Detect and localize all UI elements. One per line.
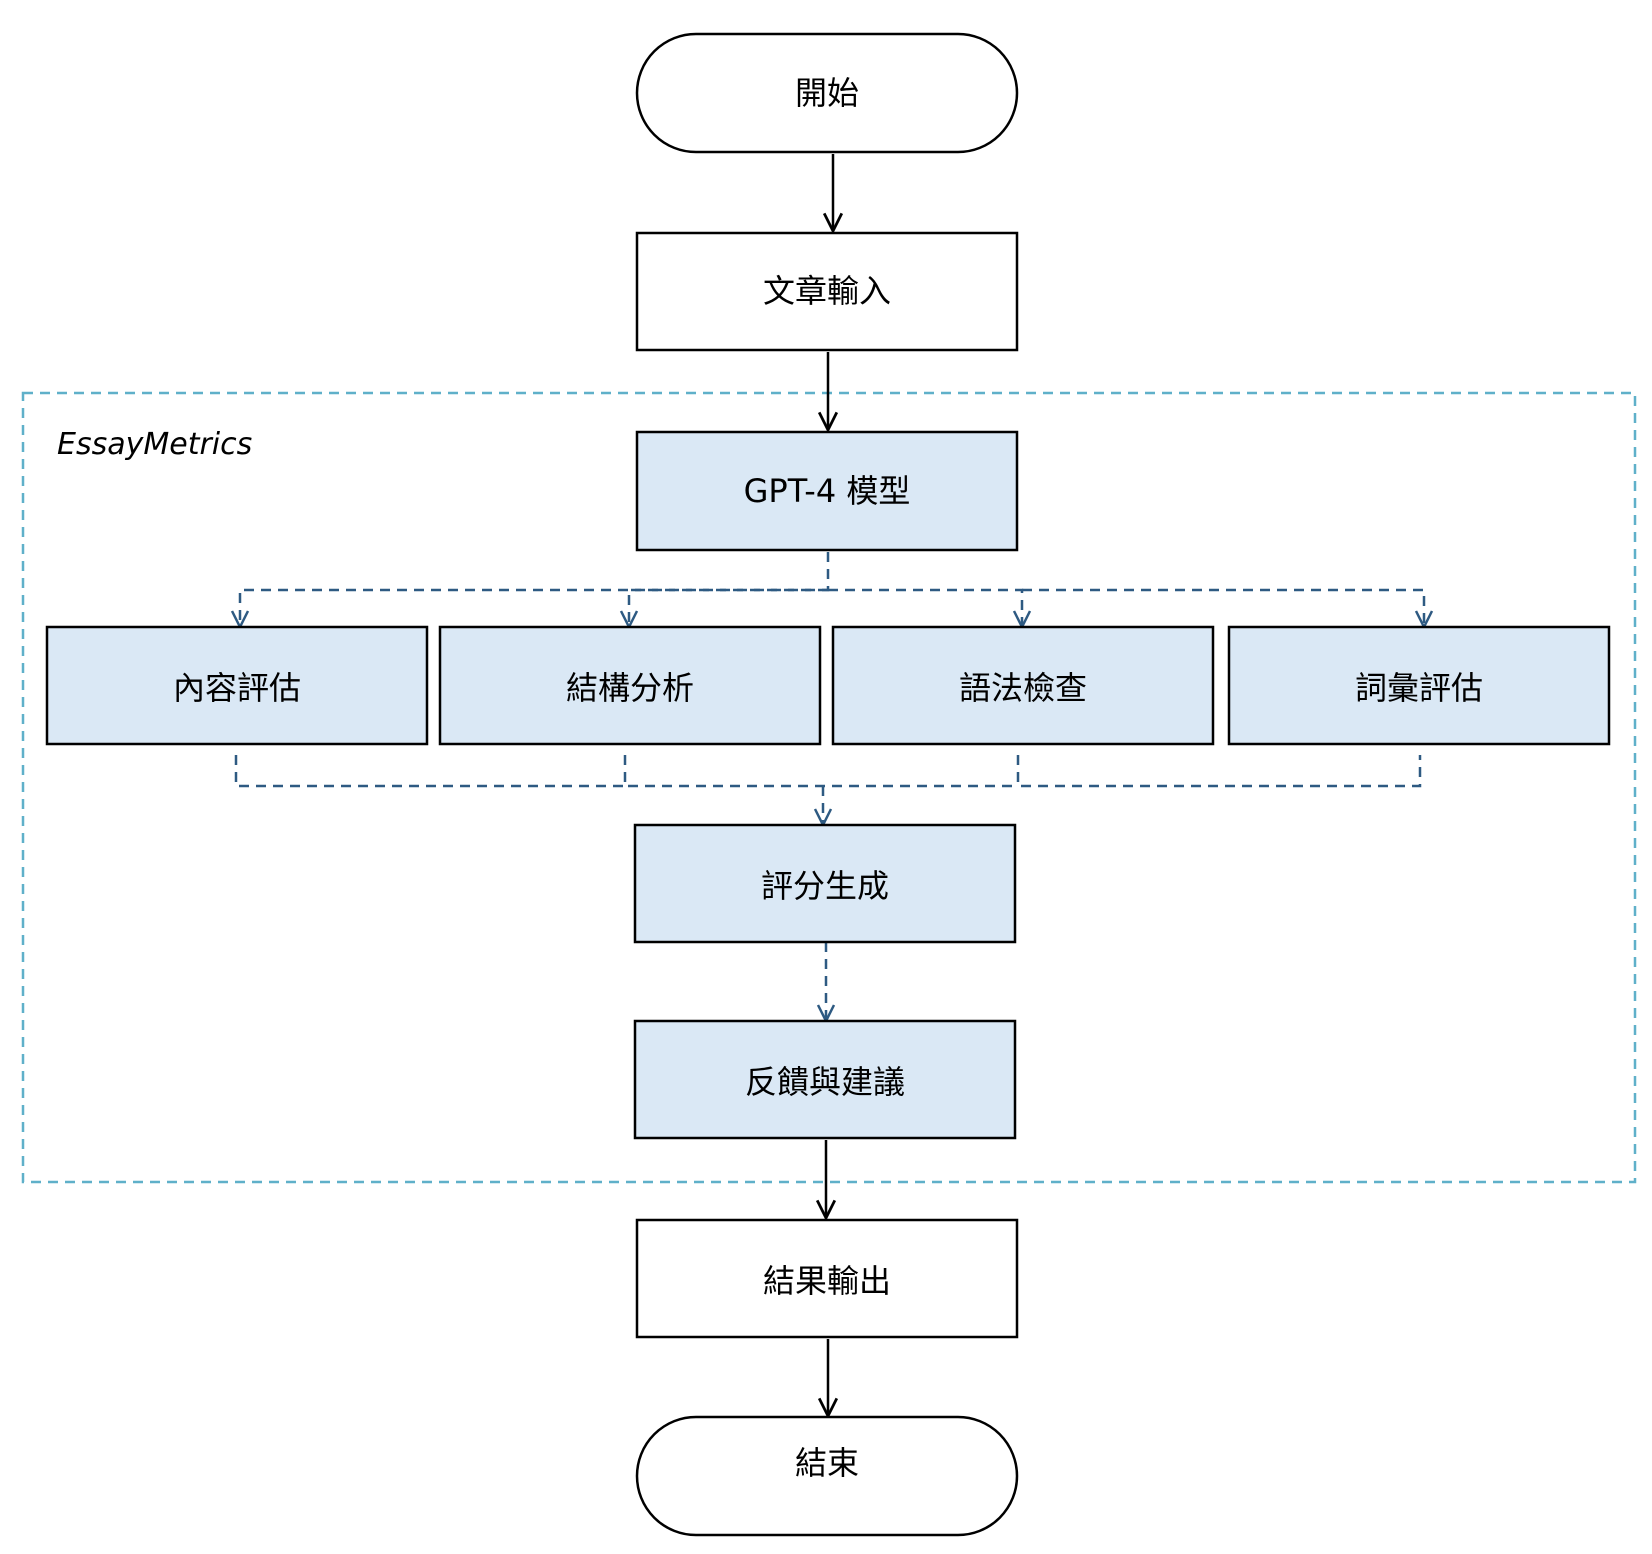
node-output-label: 結果輸出	[763, 1262, 891, 1300]
node-input: 文章輸入	[635, 231, 1019, 352]
node-content-label: 內容評估	[173, 669, 301, 707]
node-input-label: 文章輸入	[763, 272, 891, 310]
edge-model-to-vocab	[1022, 588, 1424, 627]
node-model-label: GPT-4 模型	[744, 472, 911, 510]
node-content: 內容評估	[45, 625, 429, 746]
node-feedback: 反饋與建議	[633, 1019, 1017, 1140]
node-vocab-label: 詞彙評估	[1355, 669, 1483, 707]
node-output: 結果輸出	[635, 1218, 1019, 1339]
node-start-label: 開始	[795, 74, 859, 112]
essaymetrics-group-label: EssayMetrics	[57, 427, 252, 462]
edges	[236, 154, 1424, 1416]
edge-structure-to-score	[623, 755, 1018, 788]
node-model: GPT-4 模型	[635, 430, 1019, 552]
node-end: 結束	[635, 1415, 1019, 1537]
edge-content-to-score	[234, 755, 625, 788]
node-grammar-label: 語法檢查	[959, 669, 1087, 707]
node-end-label: 結束	[795, 1444, 859, 1482]
node-score-label: 評分生成	[761, 867, 889, 905]
node-grammar: 語法檢查	[831, 625, 1215, 746]
node-structure: 結構分析	[438, 625, 822, 746]
node-feedback-label: 反饋與建議	[745, 1063, 905, 1101]
node-vocab: 詞彙評估	[1227, 625, 1611, 746]
edge-model-to-content	[240, 552, 830, 627]
node-start: 開始	[635, 32, 1019, 154]
edge-model-to-structure	[629, 588, 828, 627]
edge-model-to-grammar	[828, 588, 1022, 627]
node-score: 評分生成	[633, 823, 1017, 944]
node-structure-label: 結構分析	[566, 669, 694, 707]
edge-grammar-to-score	[1016, 755, 1422, 788]
